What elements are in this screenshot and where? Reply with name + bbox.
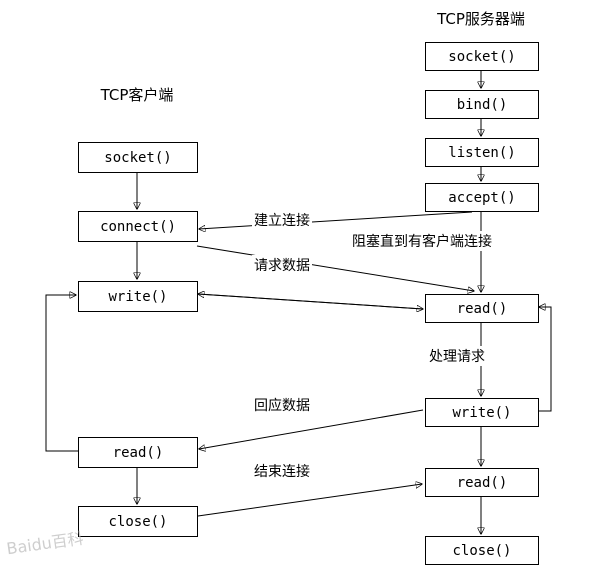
server-box-write: write() bbox=[425, 398, 539, 427]
client-box-close: close() bbox=[78, 506, 198, 537]
client-box-read: read() bbox=[78, 437, 198, 468]
arrow-request-data-back bbox=[198, 294, 424, 310]
arrow-establish-connection bbox=[199, 211, 473, 229]
loop-server-write-to-read bbox=[537, 307, 552, 412]
label-process-request: 处理请求 bbox=[427, 346, 487, 366]
client-box-write: write() bbox=[78, 281, 198, 312]
label-establish-connection: 建立连接 bbox=[252, 210, 312, 230]
label-request-data: 请求数据 bbox=[252, 255, 312, 275]
server-box-read-1: read() bbox=[425, 294, 539, 323]
client-box-connect: connect() bbox=[78, 211, 198, 242]
server-box-bind: bind() bbox=[425, 90, 539, 119]
arrow-response-data bbox=[199, 409, 424, 449]
label-response-data: 回应数据 bbox=[252, 395, 312, 415]
server-box-socket: socket() bbox=[425, 42, 539, 71]
loop-client-read-to-write bbox=[45, 295, 78, 452]
server-box-accept: accept() bbox=[425, 183, 539, 212]
server-box-listen: listen() bbox=[425, 138, 539, 167]
client-title: TCP客户端 bbox=[100, 86, 174, 104]
client-box-socket: socket() bbox=[78, 142, 198, 173]
server-box-close: close() bbox=[425, 536, 539, 565]
label-end-connection: 结束连接 bbox=[252, 461, 312, 481]
label-block-until-client: 阻塞直到有客户端连接 bbox=[350, 231, 494, 251]
arrow-connect-to-server-read bbox=[196, 245, 474, 291]
server-box-read-2: read() bbox=[425, 468, 539, 497]
arrow-end-connection bbox=[197, 484, 422, 517]
server-title: TCP服务器端 bbox=[437, 10, 525, 28]
